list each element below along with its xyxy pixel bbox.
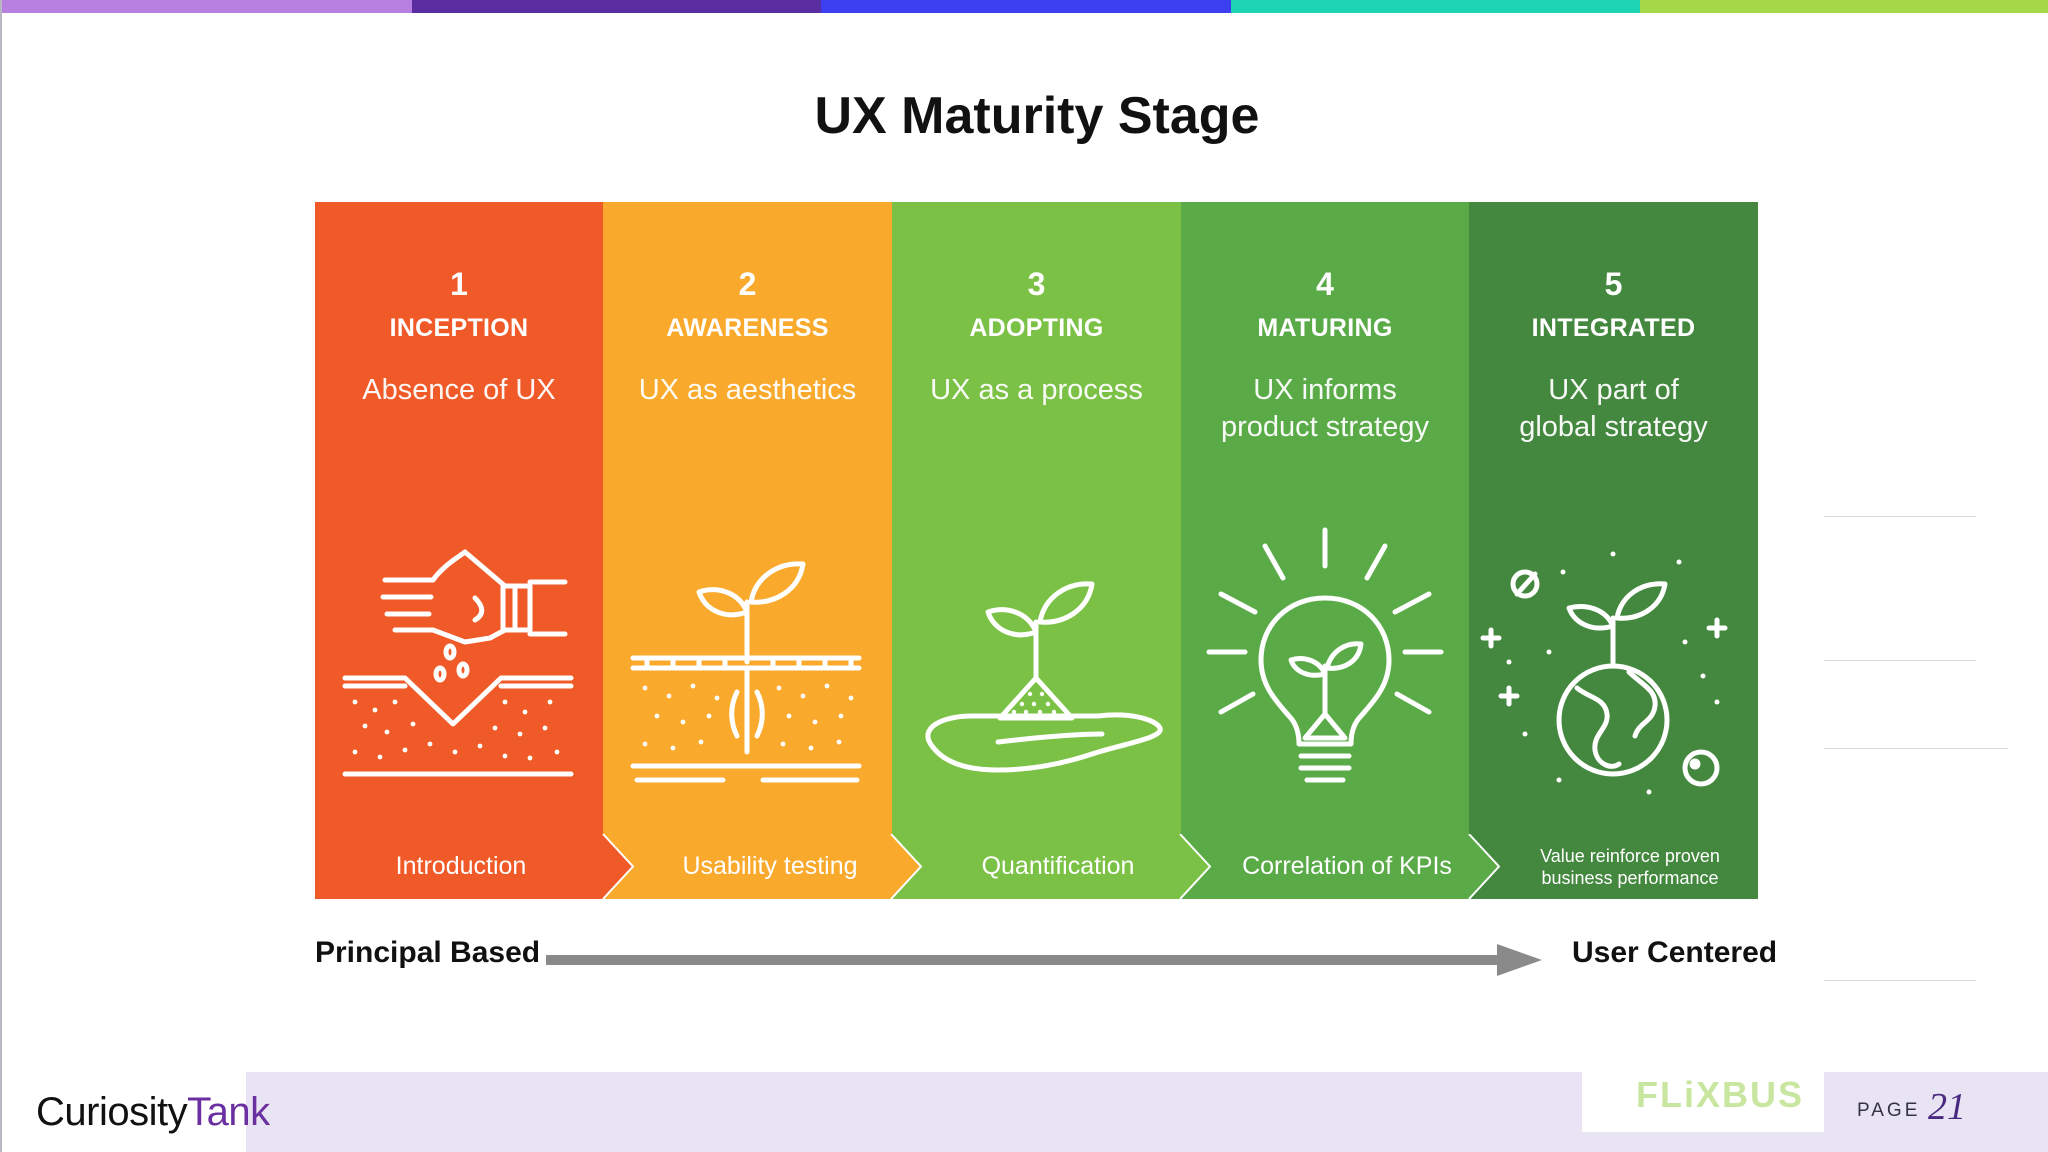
chevron-introduction [315,834,633,899]
progression-arrow [546,944,1542,976]
axis-left-label: Principal Based [315,936,541,969]
stage-description: Absence of UX [362,374,556,406]
lightbulb-sprout-icon [1191,502,1459,802]
chevron-label: Value reinforce proven business performa… [1540,845,1720,888]
top-bar-segment [2,0,412,13]
sprout-in-hand-icon [902,502,1170,802]
stage-description: UX as a process [930,374,1143,406]
chevron-label: Usability testing [682,852,858,880]
chevron-quantification [891,834,1210,899]
globe-sprout-icon [1479,502,1747,802]
stage-description: UX part of global strategy [1519,374,1708,443]
stage-number: 5 [1604,266,1623,302]
page-label: PAGE [1857,1100,1921,1121]
stage-panel-inception: 1 INCEPTION Absence of UX [315,202,603,899]
stage-panel-maturing: 4 MATURING UX informs product strategy [1181,202,1469,899]
chevron-label: Correlation of KPIs [1242,852,1452,880]
top-bar-segment [1640,0,2048,13]
curiositytank-logo: CuriosityTank [36,1090,270,1134]
sprout-in-soil-icon [613,502,881,802]
process-chevron-band [315,834,1758,899]
stage-panel-adopting: 3 ADOPTING UX as a process [892,202,1181,899]
flixbus-logo: FLiXBUS [1636,1074,1805,1115]
stage-panel-integrated: 5 INTEGRATED UX part of global strategy [1469,202,1758,899]
divider [1824,516,1976,517]
top-bar-segment [821,0,1231,13]
chevron-value-reinforce [1469,834,1758,899]
stage-description: UX as aesthetics [638,374,857,406]
stage-name: ADOPTING [969,314,1104,342]
axis-right-label: User Centered [1572,936,1778,969]
chevron-correlation-of-kpis [1180,834,1499,899]
divider [1824,748,2008,749]
stage-name: INCEPTION [389,314,529,342]
chevron-label: Quantification [981,852,1135,880]
stage-name: INTEGRATED [1531,314,1696,342]
stage-name: AWARENESS [666,314,829,342]
top-bar-segment [411,0,822,13]
stage-panel-awareness: 2 AWARENESS UX as aesthetics [603,202,892,899]
slide-title: UX Maturity Stage [814,87,1260,145]
stage-description: UX informs product strategy [1221,374,1429,443]
chevron-usability-testing [603,834,921,899]
divider [1824,660,1976,661]
top-color-bar [2,0,2048,13]
divider [1824,980,1976,981]
chevron-label: Introduction [395,852,527,880]
stage-name: MATURING [1257,314,1393,342]
stage-number: 2 [738,266,757,302]
stage-number: 3 [1027,266,1046,302]
stage-number: 1 [450,266,468,302]
top-bar-segment [1230,0,1641,13]
partner-logo-area [1582,1072,1824,1132]
page-number: 21 [1928,1086,1966,1128]
brand-logo-area [2,1072,246,1152]
hand-planting-seeds-icon [325,502,593,802]
stage-number: 4 [1316,266,1334,302]
